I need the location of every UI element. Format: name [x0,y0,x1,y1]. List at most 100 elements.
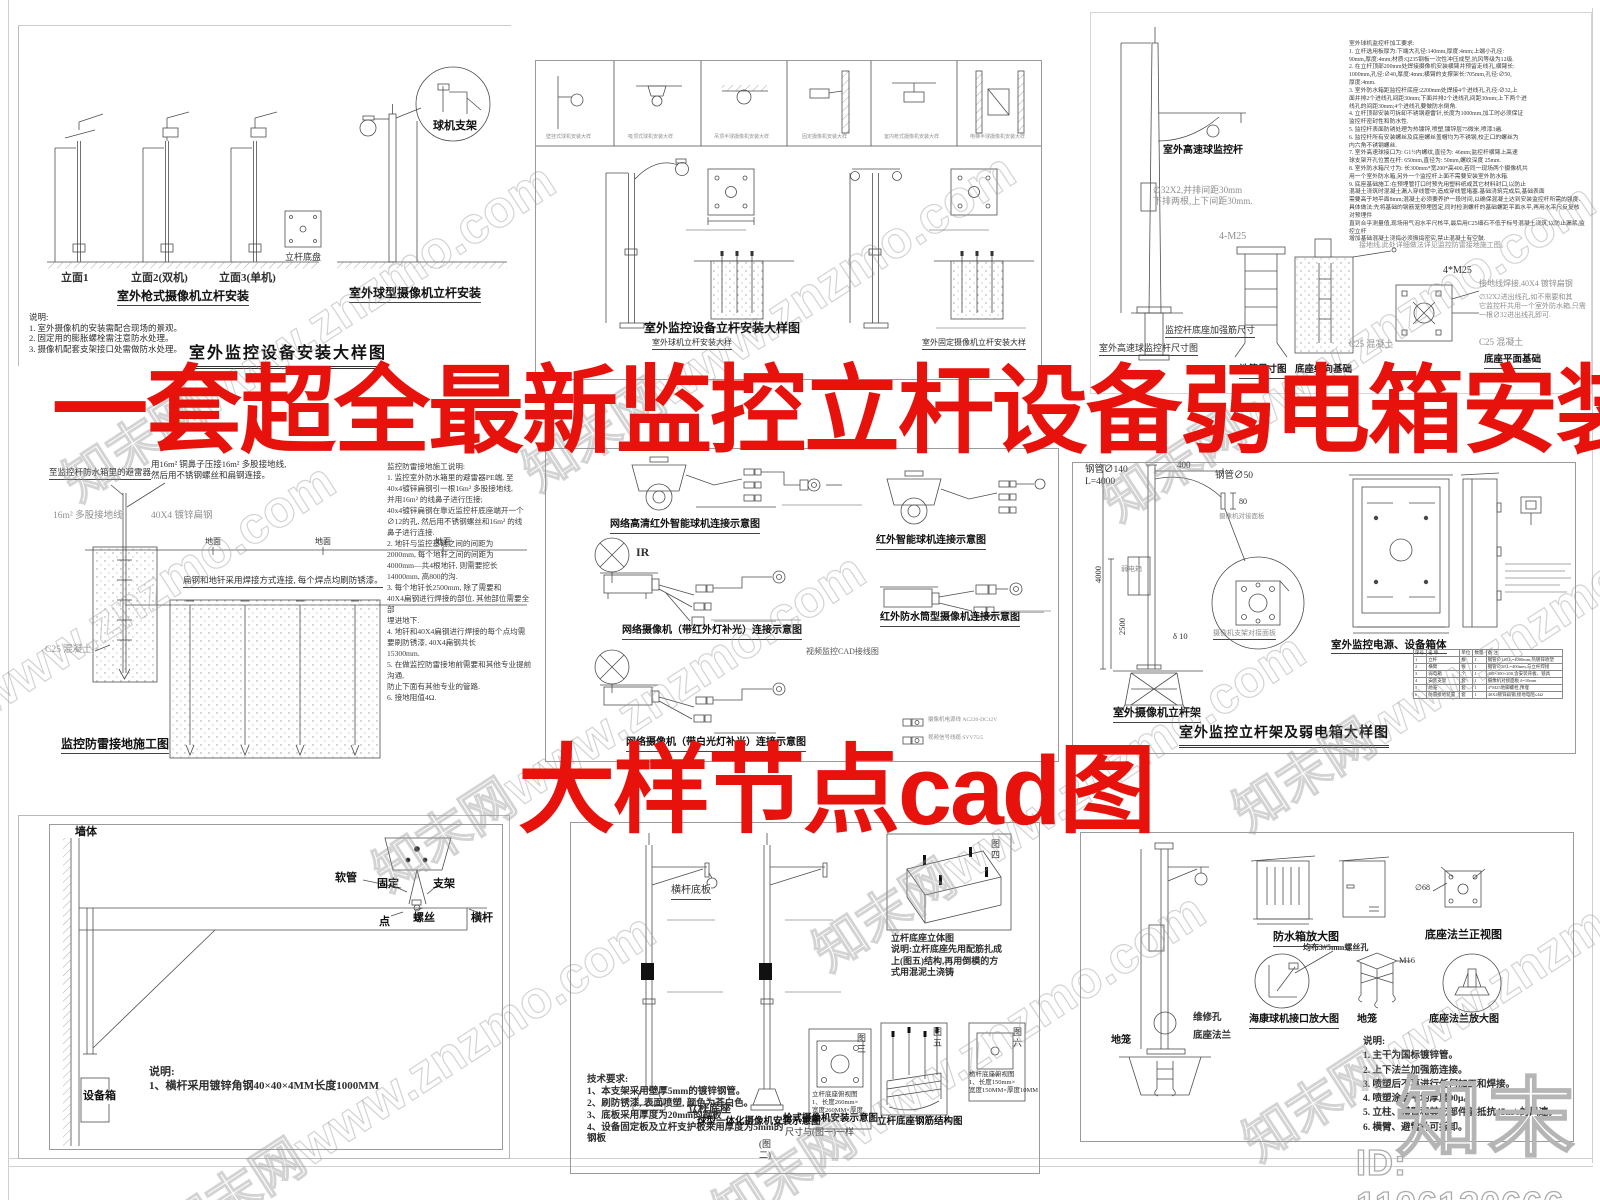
cell: 1 [1472,656,1487,665]
subtitle-fixed-pole: 室外固定摄像机立杆安装大样 [922,338,1026,350]
caption-pole-dimensions: 室外高速球监控杆尺寸图 [1099,343,1199,357]
tech-requirements: 技术要求: 1、本支架采用壁厚5mm的镀锌钢管。 2、刷防锈漆, 表面喷塑, 颜… [587,1075,784,1145]
cell: 1 [1472,677,1487,686]
caption-hik-interface: 海康球机接口放大图 [1249,1014,1339,1029]
tag-fig5: 图 五 [933,1027,943,1049]
title-ir-dome-wiring: 红外智能球机连接示意图 [876,535,986,550]
cell: 钢管∅50,L=400mm,与立杆焊接 [1485,663,1564,672]
label-equipment-box: 设备箱 [83,1090,116,1104]
speed-dome-pole-drawing [1120,27,1480,361]
caption-cell-5: 室内枪式摄像机安装大样 [884,135,940,140]
label-fix: 固定 [377,878,399,890]
sheet-left-edge [8,0,9,1200]
cell: 根 [1459,663,1474,672]
label-speed-dome-pole: 室外高速球监控杆 [1163,145,1243,156]
caption-fig2: (图 二) [759,1139,771,1161]
note-grounding-wire: 接地线,此处详细做法详见监控防雷接地施工图。 [1359,241,1508,249]
micro-text [1505,584,1560,586]
cell: 5 [1412,684,1428,693]
tag-fig4: 图 四 [991,839,1001,861]
cell: 1 [1472,691,1487,700]
label-dome-bracket: 球机支架 [433,120,477,132]
panel-pole-base-figures: 横杆底板 立杆底座 图 四 立杆底座立体图 说明:立杆底座先用配筋扎成 上(图五… [570,822,1040,1174]
cell: 防雷接地装置 [1426,691,1461,700]
cell: 4 [1412,677,1428,686]
th: 数量 [1472,648,1487,658]
tag-fig3: 图 三 [857,1033,867,1055]
dim-400: 400 [1177,460,1191,470]
label-hose: 软管 [335,872,357,884]
panel-pole-parts-detail: 维修孔 地笼 底座法兰 防水箱放大图 底座法兰正视图 ∅68 均布3#5mm螺丝… [1080,832,1574,1142]
label-ground-2: 地面 [315,537,331,546]
note-crimp-connection: 用16m² 铜鼻子压接16m² 多股接地线, 然后用不锈钢螺丝和扁钢连接。 [151,459,287,480]
caption-cell-4: 固定摄像机安装大样 [802,135,848,140]
panel-camera-wiring: 网络高清红外智能球机连接示意图 红外智能球机连接示意图 IR 网络摄像机（带红外… [545,448,1059,762]
cell: 400×300×200,含安装背板、锁具 [1485,670,1564,679]
pole-parts-detail-drawing [1119,842,1502,1097]
micro-text [782,504,862,506]
caption-gun-install: 枪式摄像机安装示意图 [783,1114,879,1124]
panel-speed-dome-pole-spec: 室外高速球监控杆 ∅32X2,并排间距30mm 下排两根,上下间距30mm. 4… [1090,12,1592,394]
title-hd-ir-dome-wiring: 网络高清红外智能球机连接示意图 [610,519,760,534]
panel-lightning-grounding: 至监控杆防水箱里的避雷器 用16m² 铜鼻子压接16m² 多股接地线, 然后用不… [15,455,535,763]
cell: 个 [1459,670,1474,679]
banner-line-2: 大样节点cad图 [518,736,1156,845]
znzmo-logo: 知末 [1395,1070,1580,1168]
label-c25-concrete: C25 混凝土 [45,645,92,655]
caption-cage: 地笼 [1357,1014,1377,1025]
note-screw-holes: 均布3#5mm螺丝孔 [1303,943,1369,952]
micro-text [667,919,715,921]
th: 序号 [1412,648,1428,658]
label-ir: IR [636,545,650,559]
panel-wall-bracket: 墙体 软管 固定 支架 螺丝 点 横杆 设备箱 说明: 1、横杆采用镀锌角钢40… [18,815,510,1159]
label-ground-1: 地面 [205,537,221,546]
caption-waterproof-box: 防水箱放大图 [1273,931,1339,947]
caption-base-rib: 监控杆底座加强筋尺寸 [1165,325,1256,339]
dim-4000: 4000 [1093,566,1103,583]
sheet-bottom-edge-1 [8,1158,1593,1159]
label-m16: M16 [1399,955,1416,965]
caption-base-plan: 底座平面基础 [1484,355,1542,369]
pole-install-details-drawing [536,61,1041,329]
title-lightning-grounding: 监控防雷接地施工图 [61,737,170,754]
label-elevation-3: 立面3(单机) [219,272,276,284]
panel-pole-install-details: 壁挂式球机安装大样 吸顶式球机安装大样 吊顶半球摄像机安装大样 固定摄像机安装大… [535,60,1042,380]
label-d68: ∅68 [1415,883,1430,892]
caption-dome-install: 球型一体化摄像机安装示意图 [697,1117,821,1127]
title-pole-install: 室外监控设备立杆安装大样图 [644,321,801,335]
cell: 套 [1459,684,1474,693]
cell: 弱电箱 [1426,670,1461,679]
label-crossbar: 横杆 [471,912,493,924]
label-pipe-140: 钢管∅140 [1085,465,1128,475]
legend-video-cable: 视频信号线缆 SYV75/5 [928,735,984,741]
label-anchor-4xM25: 4*M25 [1443,265,1472,276]
label-elevation-2: 立面2(双机) [131,272,188,284]
notes-pole-parts: 说明: 1. 主干为国标镀锌管。 2. 上下法兰加强筋连接。 3. 喷塑后不再进… [1363,1037,1558,1133]
caption-fig4: 立杆底座立体图 说明:立杆底座先用配筋扎成 上(图五)结构,再用倒模的方 式用混… [891,933,1002,977]
cell: 1 [1472,670,1487,679]
caption-power-cabinet: 室外监控电源、设备箱体 [1331,639,1447,655]
label-pole-base: 立杆底座 [687,1103,731,1115]
micro-text [785,991,841,993]
cell: 套 [1459,691,1474,700]
title-ir-fill-bullet-wiring: 网络摄像机（带红外灯补光）连接示意图 [622,625,802,640]
title-pole-weakbox: 室外监控立杆架及弱电箱大样图 [1179,725,1389,748]
cell: 6 [1412,691,1428,700]
wall-bracket-drawing [63,837,487,1146]
lightning-grounding-drawing [85,482,527,759]
dim-80: 80 [1239,497,1247,506]
label-c25-concrete-2: C25 混凝土 [1479,337,1524,347]
cell: 套 [1459,677,1474,686]
tag-fig6: 图 六 [1013,1027,1023,1049]
label-c25-concrete-1: C25 混凝土 [1349,339,1394,349]
label-arrester: 至监控杆防水箱里的避雷器 [49,467,152,480]
outdoor-device-install-drawing [47,66,507,269]
cell: 3 [1412,670,1428,679]
label-ground-3: 地面 [435,537,451,546]
th: 名 称 [1426,648,1461,658]
cell: 钢管∅140,L=4000mm,热镀锌喷塑 [1485,656,1564,665]
cell: 1 [1472,663,1487,672]
subtitle-dome-pole: 室外球机立杆安装大样 [652,338,732,350]
sheet-bottom-edge-2 [8,1166,1593,1167]
